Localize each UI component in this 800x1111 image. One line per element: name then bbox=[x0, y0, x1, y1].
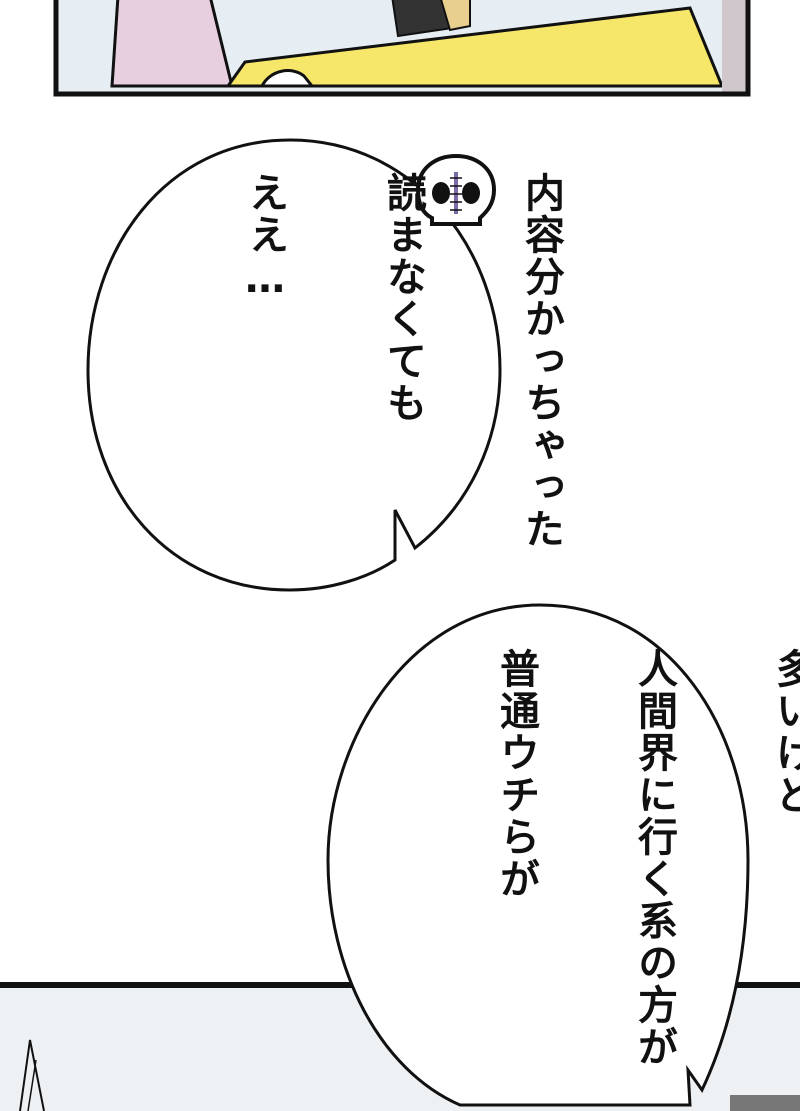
bubble-2-line-1: 多いけど bbox=[769, 648, 800, 816]
bubble-1-line-2: 読まなくても bbox=[380, 172, 426, 424]
speech-bubble-1 bbox=[86, 138, 502, 592]
skull-icon bbox=[415, 153, 497, 226]
bubble-1-line-3: ええ… bbox=[242, 172, 288, 304]
speech-bubble-2-text: 多いけど 人間界に行く系の方が 普通ウチらが bbox=[447, 648, 800, 1068]
speech-bubble-2 bbox=[326, 603, 750, 1107]
bubble-1-line-1: 内容分かっちゃった bbox=[518, 172, 564, 550]
speech-bubble-1-text: 内容分かっちゃった 読まなくても ええ… bbox=[196, 172, 656, 550]
bubble-2-line-2: 人間界に行く系の方が bbox=[631, 648, 677, 1068]
top-panel bbox=[53, 0, 751, 97]
bubble-2-line-3: 普通ウチらが bbox=[493, 648, 539, 900]
